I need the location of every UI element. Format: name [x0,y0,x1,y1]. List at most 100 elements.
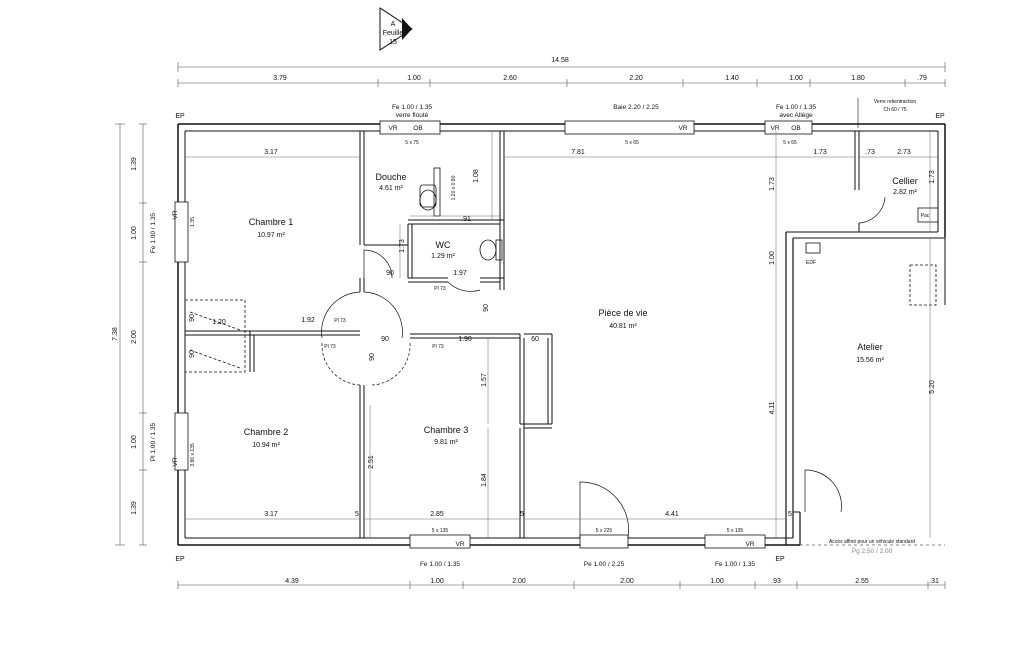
bottom-dim-4: 2.00 [620,578,634,585]
left-dimension-chain [115,123,147,546]
room-cellier-area: 2.82 m² [893,189,917,196]
window-frames [174,120,813,549]
ep-bottom-left: EP [175,556,185,563]
dim-ch2-h: 2.51 [368,455,375,469]
interior-partitions [185,131,860,538]
pl73-label-2: Pl 73 [324,344,336,350]
bottom-dim-7: 2.55 [855,578,869,585]
sill-1: 5 x 75 [405,140,419,146]
top-dim-3: 2.60 [503,75,517,82]
room-cellier-name: Cellier [892,176,918,186]
vr-label-top-2: VR [678,125,687,132]
left-sill-2: 3.86 x 135 [190,443,196,467]
dim-living-width: 7.81 [571,149,585,156]
sill-2: 5 x 65 [625,140,639,146]
dim-wall-5a: 5 [355,511,359,518]
dim-wall-5b: 5 [520,511,524,518]
dim-ch2-width: 3.17 [264,511,278,518]
vr-label-left-2: VR [172,457,179,466]
room-douche-name: Douche [375,172,406,182]
room-wc-name: WC [436,240,451,250]
left-dim-5: 1.39 [131,501,138,515]
top-bay-label: Baie 2.20 / 2.25 [613,104,659,111]
dim-hall-5: 1.90 [458,336,472,343]
room-atelier-name: Atelier [857,342,883,352]
dim-hall-v1: 90 [189,314,196,322]
room-chambre1-area: 10.97 m² [257,232,285,239]
top-window-1-note: verre flouté [396,112,429,119]
room-douche-area: 4.61 m² [379,185,403,192]
dim-wc-w: .91 [461,216,471,223]
door-swings [321,196,886,539]
dim-living-h3: 4.11 [769,401,776,414]
overall-width-dimension [177,62,946,72]
edf-label: EDF [806,260,816,266]
top-dim-6: 1.00 [789,75,803,82]
pac-label: Pac [921,213,930,219]
vr-label-bottom-1: VR [455,541,464,548]
section-number: 15 [389,39,397,46]
bottom-window-2-label: Fe 1.00 / 1.35 [715,561,755,568]
top-dim-7: 1.80 [851,75,865,82]
top-dimension-chain [177,79,946,87]
dim-hall-v2: 90 [189,350,196,358]
dim-living-h2: 1.00 [769,251,776,265]
dim-living-bottom: 4.41 [665,511,679,518]
bottom-dim-2: 1.00 [430,578,444,585]
sill-3: 5 x 65 [783,140,797,146]
bottom-dim-8: .31 [929,578,939,585]
room-atelier-area: 15.56 m² [856,357,884,364]
vent-size: Ch 60 / 75 [883,107,906,113]
dim-ch1-door: 90 [386,270,394,277]
dim-wc-door: 1.97 [453,270,467,277]
ep-top-left: EP [175,113,185,120]
left-dim-4: 1.00 [131,435,138,449]
dim-cellier-w3: 2.73 [897,149,911,156]
dim-wall-5c: 5 [788,511,792,518]
exterior-walls [177,123,946,546]
vr-label-left-1: VR [172,210,179,219]
dim-hall-v3: 90 [369,353,376,361]
top-dim-8: .79 [917,75,927,82]
left-dim-1: 1.39 [131,157,138,171]
wc-sill-label: 1.20 x 0.90 [451,175,457,200]
closet-outline [185,299,246,373]
top-dim-1: 3.79 [273,75,287,82]
section-marker: A Feuille 15 [379,7,413,51]
room-chambre3-area: 9.81 m² [434,439,458,446]
bottom-dim-3: 2.00 [512,578,526,585]
room-piece-de-vie-name: Pièce de vie [598,308,647,318]
left-dim-3: 2.00 [131,330,138,344]
vr-label-bottom-2: VR [745,541,754,548]
dim-cellier-h: 1.73 [929,170,936,184]
fixtures [419,167,939,306]
dim-cellier-w1: 1.73 [813,149,827,156]
top-window-2-note: avec Allège [779,112,813,119]
room-chambre2-area: 10.94 m² [252,442,280,449]
left-window-2-label: Pl 1.00 / 1.35 [150,422,157,461]
bottom-dim-5: 1.00 [710,578,724,585]
pl73-label-4: Pl 73 [434,286,446,292]
dim-ch3-h2: 1.84 [481,473,488,487]
room-wc-area: 1.29 m² [431,253,455,260]
dim-hall-4: 90 [483,304,490,312]
top-window-1-label: Fe 1.00 / 1.35 [392,104,432,111]
room-chambre3-name: Chambre 3 [424,425,469,435]
bottom-dim-6: .93 [771,578,781,585]
ep-top-right: EP [935,113,945,120]
section-sheet: Feuille [383,30,404,37]
bottom-dim-1: 4.39 [285,578,299,585]
left-sill-1: 1.35 [190,217,196,227]
dim-wc-h: 1.73 [399,239,406,253]
sill-4: 5 x 135 [432,528,449,534]
vent-note: Verre retientraction [874,99,916,105]
top-window-2-label: Fe 1.00 / 1.35 [776,104,816,111]
room-chambre1-name: Chambre 1 [249,217,294,227]
dim-douche-h: 1.08 [473,169,480,183]
vr-label-top-3: VR [770,125,779,132]
room-piece-de-vie-area: 40.81 m² [609,323,637,330]
room-chambre2-name: Chambre 2 [244,427,289,437]
ob-label-top-1: OB [413,125,422,132]
interior-dimension-lines [185,131,938,538]
bottom-door-label: Pe 1.00 / 2.25 [584,561,625,568]
